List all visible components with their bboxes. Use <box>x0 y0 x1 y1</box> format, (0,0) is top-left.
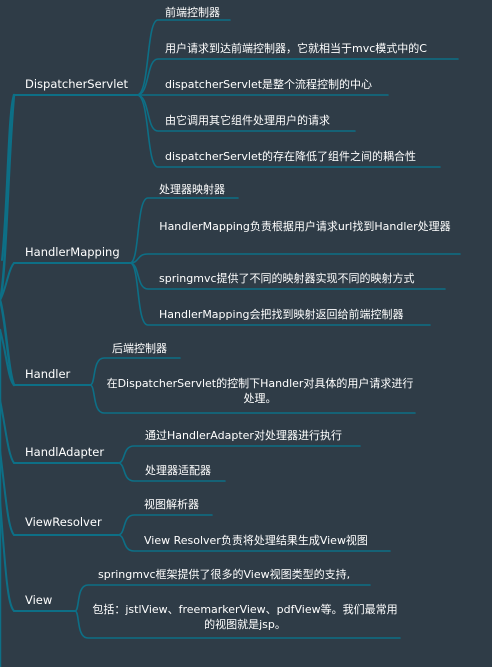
leaf-connector-25 <box>117 462 226 482</box>
leaf-handlermapping-3: springmvc提供了不同的映射器实现不同的映射方式 <box>159 272 415 285</box>
leaf-viewresolver-2: View Resolver负责将处理结果生成View视图 <box>144 534 368 547</box>
leaf-handladapter-2: 处理器适配器 <box>145 464 211 477</box>
leaf-connector-28 <box>74 584 371 612</box>
leaf-dispatcherservlet-4: 由它调用其它组件处理用户的请求 <box>165 114 330 127</box>
leaf-connector-23 <box>89 384 416 414</box>
branch-viewresolver: ViewResolver <box>25 515 102 529</box>
branch-handladapter: HandlAdapter <box>25 445 105 459</box>
leaf-connector-19 <box>129 253 461 264</box>
branch-curve-11 <box>0 499 15 612</box>
leaf-dispatcherservlet-3: dispatcherServlet是整个流程控制的中心 <box>165 78 373 91</box>
leaf-view-1: springmvc框架提供了很多的View视图类型的支持, <box>98 568 351 581</box>
leaf-view-2: 包括：jstlView、freemarkerView、pdfView等。我们最常… <box>92 603 398 631</box>
trunk-0 <box>0 93 16 667</box>
branch-handler: Handler <box>25 367 71 381</box>
leaf-handlermapping-4: HandlerMapping会把找到映射返回给前端控制器 <box>159 308 404 321</box>
leaf-connector-22 <box>89 357 181 386</box>
leaf-connector-17 <box>136 94 441 168</box>
leaf-connector-26 <box>117 514 213 536</box>
leaf-connector-13 <box>136 19 231 96</box>
leaf-handlermapping-2: HandlerMapping负责根据用户请求url找到Handler处理器 <box>159 220 451 233</box>
branch-curve-7 <box>0 399 15 464</box>
branch-curve-1 <box>1 94 15 261</box>
branch-curve-5 <box>0 329 15 386</box>
branch-view: View <box>25 593 53 607</box>
branch-curve-3 <box>0 262 15 301</box>
leaf-handler-1: 后端控制器 <box>112 342 167 355</box>
leaf-connector-29 <box>74 610 401 639</box>
branch-dispatcherservlet: DispatcherServlet <box>25 77 129 91</box>
leaf-connector-14 <box>136 58 459 96</box>
leaf-connector-18 <box>129 197 239 264</box>
leaf-dispatcherservlet-1: 前端控制器 <box>165 6 220 19</box>
leaf-connector-24 <box>117 445 361 464</box>
leaf-dispatcherservlet-2: 用户请求到达前端控制器，它就相当于mvc模式中的C <box>165 42 427 55</box>
leaf-handlermapping-1: 处理器映射器 <box>159 183 225 196</box>
leaf-connector-21 <box>129 262 431 326</box>
branch-curve-9 <box>0 449 15 536</box>
leaf-handladapter-1: 通过HandlerAdapter对处理器进行执行 <box>145 429 342 442</box>
leaf-handler-2: 在DispatcherServlet的控制下Handler对具体的用户请求进行处… <box>106 377 414 405</box>
leaf-dispatcherservlet-5: dispatcherServlet的存在降低了组件之间的耦合性 <box>165 150 417 163</box>
leaf-viewresolver-1: 视图解析器 <box>144 498 199 511</box>
branch-handlermapping: HandlerMapping <box>25 245 120 259</box>
leaf-connector-27 <box>117 534 391 552</box>
